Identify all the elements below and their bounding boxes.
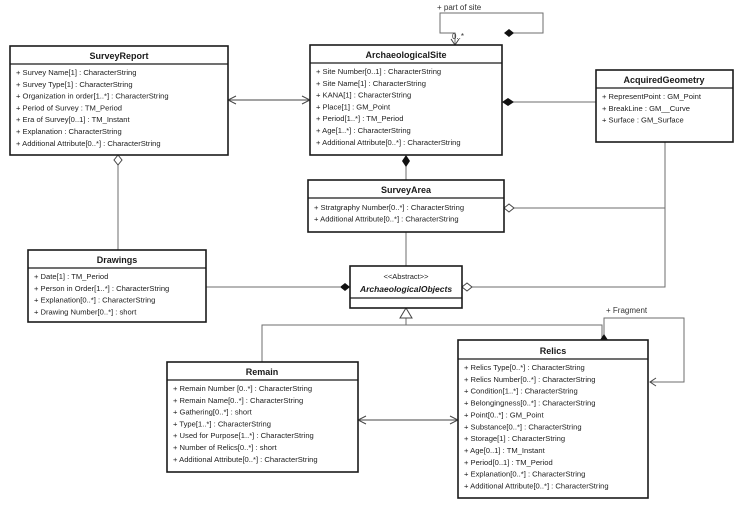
class-attribute: + Organization in order[1..*] : Characte…: [16, 92, 169, 101]
class-attribute: + Person in Order[1..*] : CharacterStrin…: [34, 284, 169, 293]
class-name: Drawings: [97, 255, 138, 265]
class-name: AcquiredGeometry: [623, 75, 704, 85]
aggregation-diamond-geometry-area: [503, 203, 515, 213]
composition-diamond-part-of-site: [504, 29, 514, 37]
composition-diamond-area-site: [402, 155, 410, 167]
attribute-list: + Stratgraphy Number[0..*] : CharacterSt…: [314, 203, 464, 224]
attribute-list: + Relics Type[0..*] : CharacterString + R…: [464, 363, 609, 491]
attribute-list: + Date[1] : TM_Period + Person in Order[1…: [34, 272, 169, 316]
class-archaeological-objects[interactable]: <<Abstract>> ArchaeologicalObjects: [349, 265, 463, 309]
class-survey-area[interactable]: SurveyArea + Stratgraphy Number[0..*] : …: [307, 179, 505, 233]
class-attribute: + Stratgraphy Number[0..*] : CharacterSt…: [314, 203, 464, 212]
class-attribute: + Additional Attribute[0..*] : Character…: [314, 215, 459, 224]
class-attribute: + Number of Relics[0..*] : short: [173, 443, 277, 452]
attribute-list: + Remain Number [0..*] : CharacterString…: [173, 384, 318, 464]
class-name: SurveyReport: [89, 51, 148, 61]
fragment-label: + Fragment: [606, 306, 648, 315]
class-attribute: + Site Number[0..1] : CharacterString: [316, 67, 441, 76]
class-attribute: + Substance[0..*] : CharacterString: [464, 422, 582, 431]
class-attribute: + BreakLine : GM__Curve: [602, 104, 690, 113]
part-of-site-label: + part of site: [437, 3, 482, 12]
class-attribute: + Type[1..*] : CharacterString: [173, 419, 271, 428]
class-attribute: + Age[1..*] : CharacterString: [316, 126, 411, 135]
class-attribute: + Used for Purpose[1..*] : CharacterStri…: [173, 431, 314, 440]
class-attribute: + Place[1] : GM_Point: [316, 102, 391, 111]
class-attribute: + Period of Survey : TM_Period: [16, 103, 122, 112]
class-relics[interactable]: Relics + Relics Type[0..*] : CharacterSt…: [457, 339, 649, 499]
self-association-fragment: [603, 317, 685, 383]
class-attribute: + Explanation : CharacterString: [16, 127, 122, 136]
generalization-branch: [261, 324, 603, 362]
class-attribute: + Additional Attribute[0..*] : Character…: [316, 138, 461, 147]
class-attribute: + Site Name[1] : CharacterString: [316, 79, 426, 88]
class-attribute: + Point[0..*] : GM_Point: [464, 410, 544, 419]
class-remain[interactable]: Remain + Remain Number [0..*] : Characte…: [166, 361, 359, 473]
class-survey-report[interactable]: SurveyReport + Survey Name[1] : Characte…: [9, 45, 229, 156]
class-attribute: + RepresentPoint : GM_Point: [602, 92, 702, 101]
class-attribute: + Drawing Number[0..*] : short: [34, 307, 137, 316]
class-attribute: + Condition[1..*] : CharacterString: [464, 387, 578, 396]
attribute-list: + Survey Name[1] : CharacterString + Surv…: [16, 68, 169, 148]
class-attribute: + Age[0..1] : TM_Instant: [464, 446, 546, 455]
class-attribute: + Era of Survey[0..1] : TM_Instant: [16, 115, 130, 124]
class-attribute: + Additional Attribute[0..*] : Character…: [16, 139, 161, 148]
class-attribute: + Storage[1] : CharacterString: [464, 434, 565, 443]
class-attribute: + Relics Number[0..*] : CharacterString: [464, 375, 595, 384]
class-attribute: + Explanation[0..*] : CharacterString: [464, 470, 585, 479]
class-name: Relics: [540, 346, 567, 356]
part-of-site-multiplicity: 0..*: [452, 32, 464, 41]
class-name: SurveyArea: [381, 185, 432, 195]
class-attribute: + Period[0..1] : TM_Period: [464, 458, 553, 467]
association-geometry-area: [514, 142, 666, 209]
class-attribute: + Additional Attribute[0..*] : Character…: [173, 455, 318, 464]
class-attribute: + Survey Name[1] : CharacterString: [16, 68, 137, 77]
class-acquired-geometry[interactable]: AcquiredGeometry + RepresentPoint : GM_P…: [595, 69, 734, 143]
arrowhead-fragment: [649, 377, 657, 387]
class-attribute: + Explanation[0..*] : CharacterString: [34, 296, 155, 305]
connectors: + part of site 0..* + Fragment: [113, 3, 685, 420]
association-geometry-objects: [472, 208, 666, 288]
class-attribute: + Surface : GM_Surface: [602, 116, 684, 125]
attribute-list: + RepresentPoint : GM_Point + BreakLine :…: [602, 92, 702, 125]
class-attribute: + Belongingness[0..*] : CharacterString: [464, 399, 596, 408]
self-association-part-of-site: [439, 12, 544, 45]
composition-diamond-drawings-objects: [340, 283, 350, 291]
composition-diamond-geometry-site: [502, 98, 514, 106]
class-attribute: + Gathering[0..*] : short: [173, 408, 253, 417]
class-attribute: + KANA[1] : CharacterString: [316, 91, 411, 100]
aggregation-diamond-report-drawings: [113, 154, 123, 166]
class-drawings[interactable]: Drawings + Date[1] : TM_Period + Person i…: [27, 249, 207, 323]
class-attribute: + Remain Name[0..*] : CharacterString: [173, 396, 303, 405]
attribute-list: + Site Number[0..1] : CharacterString + S…: [316, 67, 461, 147]
class-attribute: + Survey Type[1] : CharacterString: [16, 80, 133, 89]
class-attribute: + Remain Number [0..*] : CharacterString: [173, 384, 312, 393]
class-attribute: + Date[1] : TM_Period: [34, 272, 108, 281]
generalization-triangle: [399, 307, 413, 319]
class-attribute: + Additional Attribute[0..*] : Character…: [464, 482, 609, 491]
aggregation-diamond-geometry-objects: [461, 282, 473, 292]
class-archaeological-site[interactable]: ArchaeologicalSite + Site Number[0..1] :…: [309, 44, 503, 156]
class-name: Remain: [246, 367, 279, 377]
class-name: ArchaeologicalSite: [365, 50, 446, 60]
class-name: ArchaeologicalObjects: [359, 284, 452, 294]
class-attribute: + Period[1..*] : TM_Period: [316, 114, 403, 123]
class-attribute: + Relics Type[0..*] : CharacterString: [464, 363, 585, 372]
class-stereotype: <<Abstract>>: [383, 272, 429, 281]
